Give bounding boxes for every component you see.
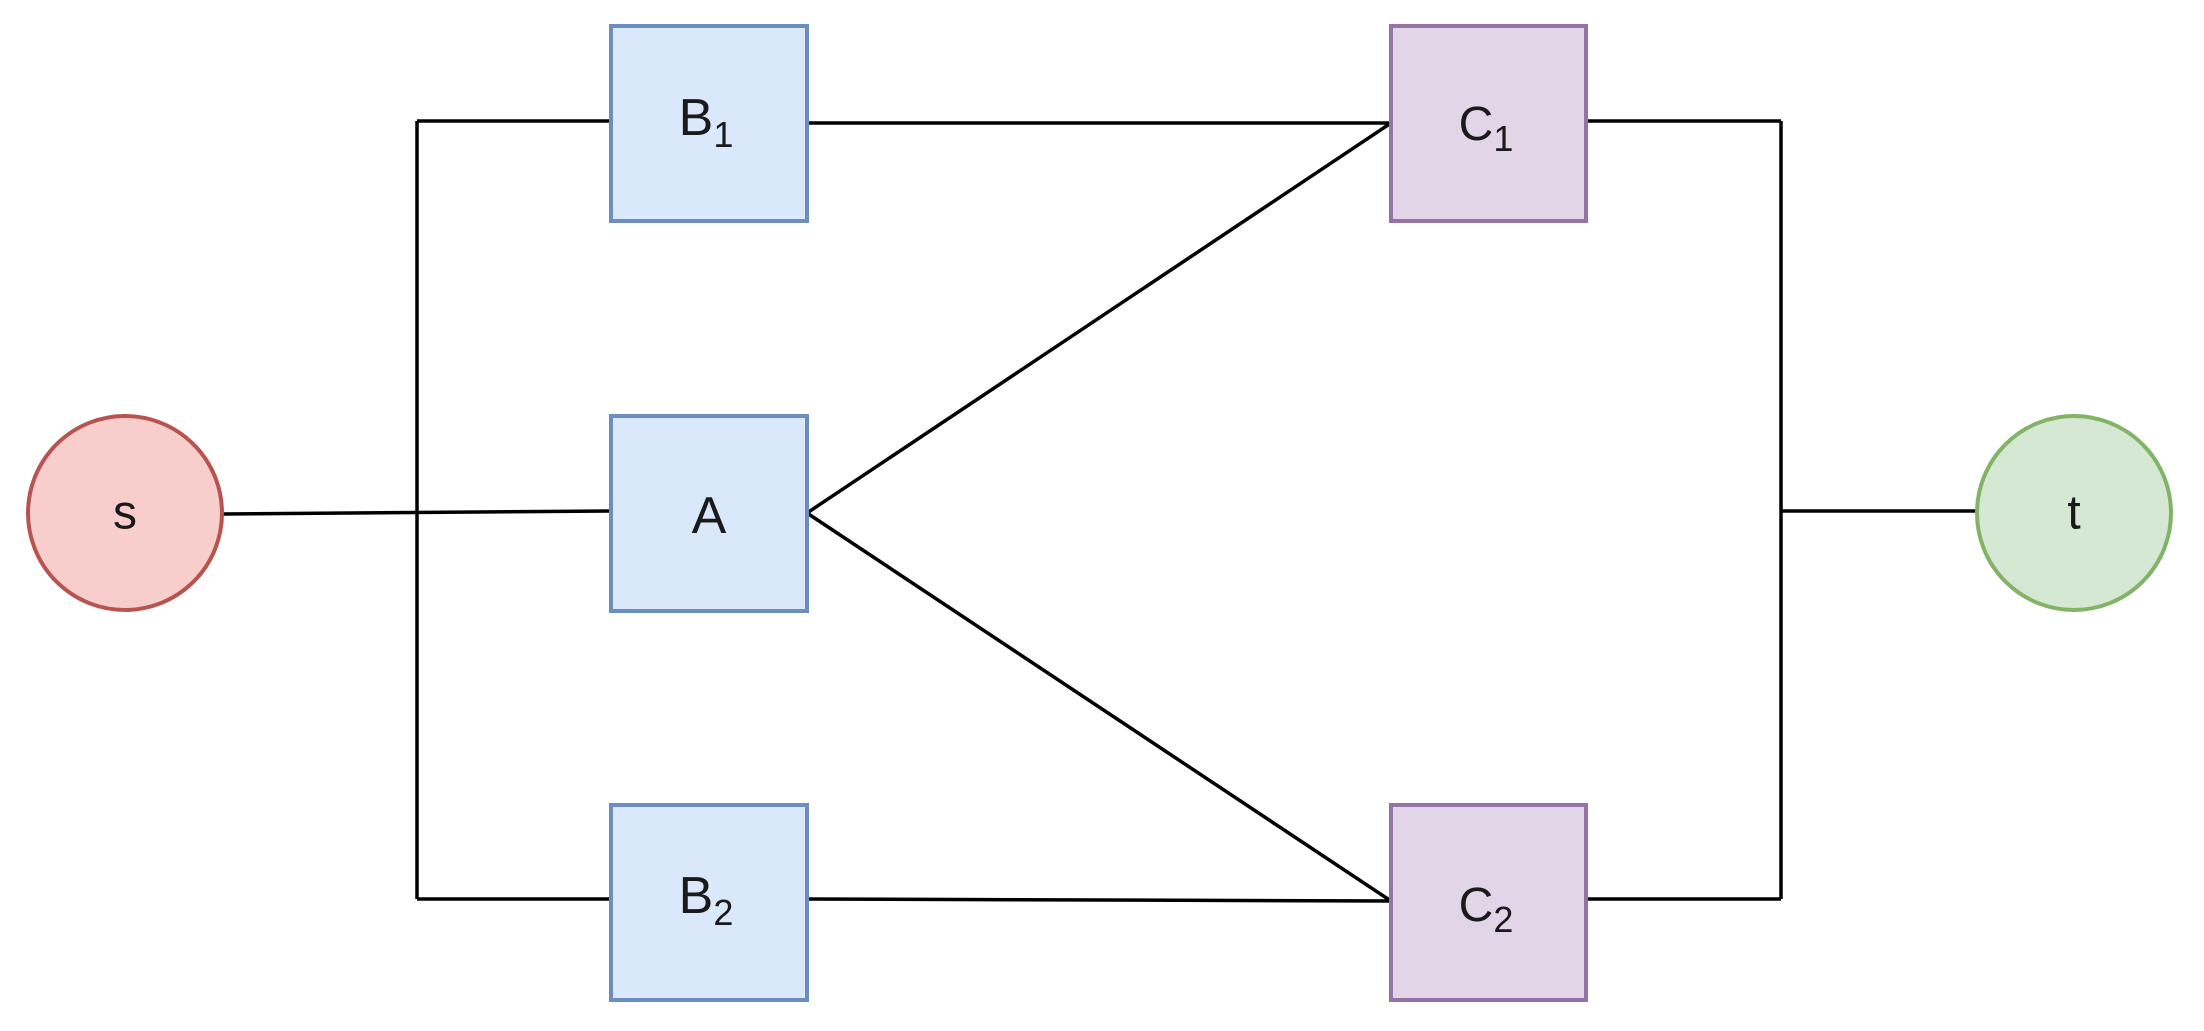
node-t-circle: [1975, 414, 2173, 612]
node-b2: B2: [609, 803, 809, 1002]
node-b1-label: B1: [679, 89, 734, 155]
node-c2-box: [1389, 803, 1588, 1002]
node-s-circle: [26, 414, 224, 612]
edge-a-c1: [806, 121, 1392, 515]
node-a: A: [609, 414, 809, 613]
node-c1-subscript: 1: [1493, 118, 1513, 159]
edges: [222, 119, 1978, 903]
node-b1-subscript: 1: [713, 114, 733, 155]
node-t: t: [1975, 414, 2173, 612]
node-c2-letter: C: [1459, 879, 1494, 932]
node-b2-letter: B: [679, 867, 714, 925]
node-b1-box: [609, 24, 809, 223]
node-c2-label: C2: [1459, 879, 1514, 940]
node-c2: C2: [1389, 803, 1588, 1002]
node-t-label: t: [2067, 487, 2080, 540]
node-c2-subscript: 2: [1493, 899, 1513, 940]
node-c1-letter: C: [1459, 98, 1494, 151]
node-c1: C1: [1389, 24, 1588, 223]
node-a-box: [609, 414, 809, 613]
edge-a-c2: [806, 511, 1392, 903]
node-b2-subscript: 2: [713, 892, 733, 933]
node-b2-label: B2: [679, 867, 734, 933]
node-b1-letter: B: [679, 89, 714, 147]
node-b1: B1: [609, 24, 809, 223]
node-s: s: [26, 414, 224, 612]
node-s-label: s: [113, 487, 137, 540]
node-a-label: A: [692, 487, 727, 545]
edge-b2-c2: [806, 897, 1392, 903]
node-c1-label: C1: [1459, 98, 1514, 159]
node-c1-box: [1389, 24, 1588, 223]
node-b2-box: [609, 803, 809, 1002]
